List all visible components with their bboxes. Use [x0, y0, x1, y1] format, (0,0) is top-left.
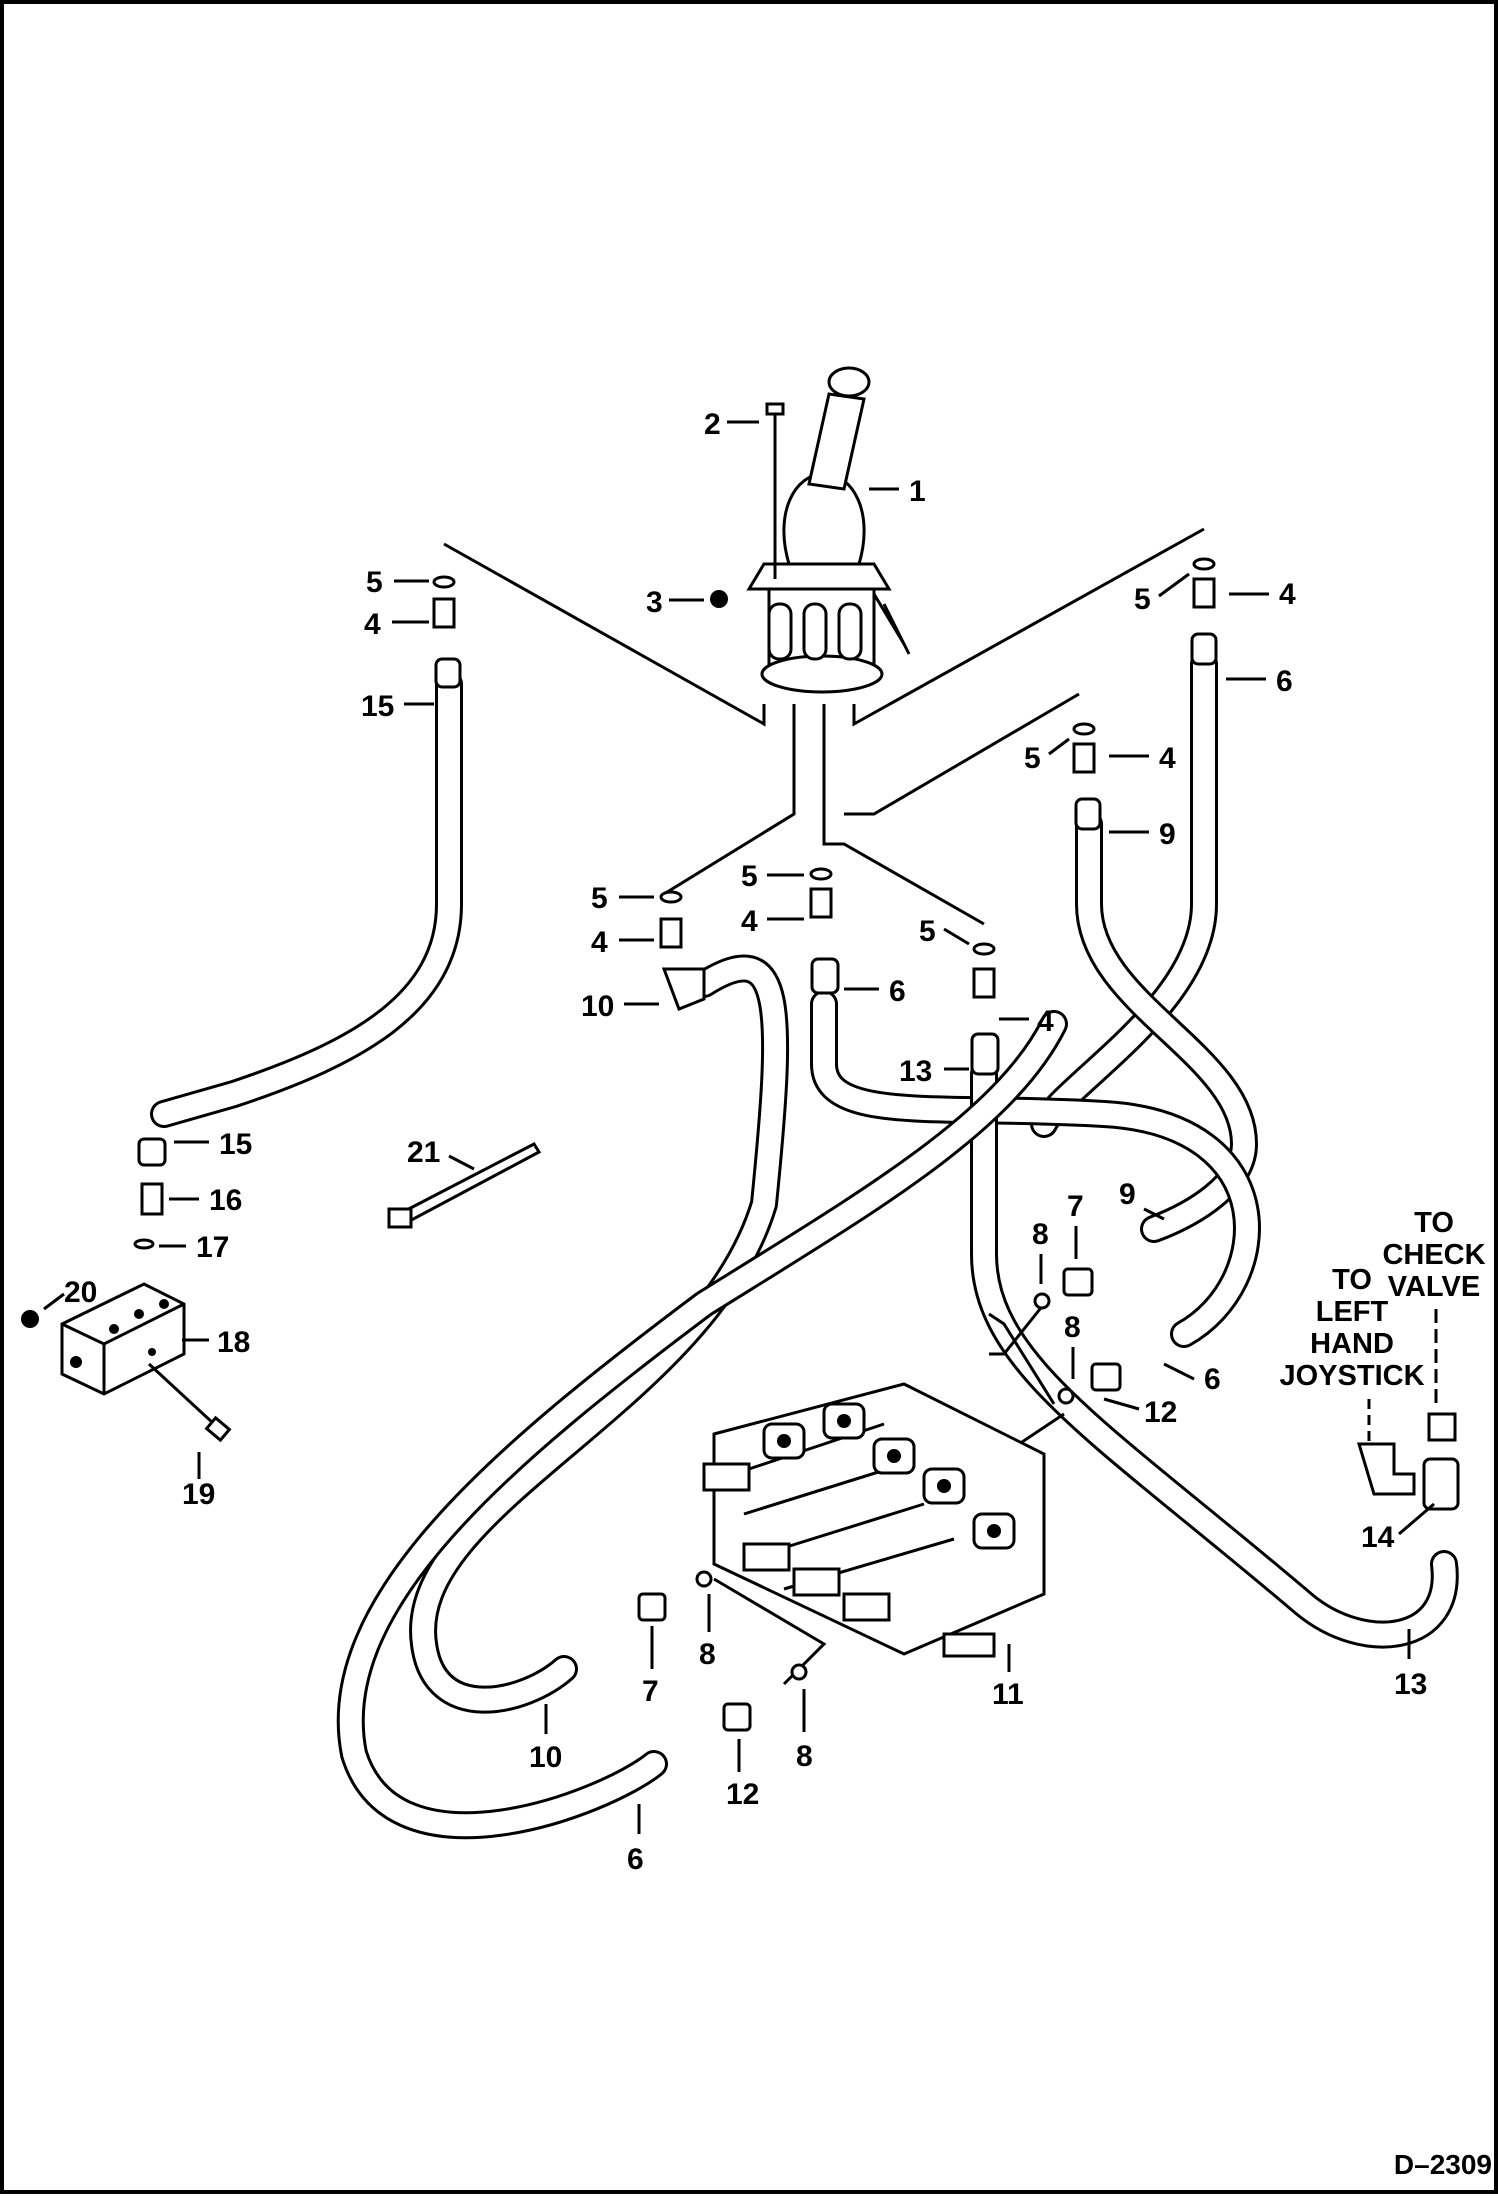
callout-13b: 13	[1394, 1668, 1427, 1701]
svg-text:VALVE: VALVE	[1388, 1271, 1480, 1303]
callout-4a: 4	[364, 608, 381, 641]
callout-1: 1	[909, 475, 926, 508]
callout-10a: 10	[581, 990, 614, 1023]
callout-2: 2	[704, 408, 721, 441]
callout-8d: 8	[796, 1740, 813, 1773]
callout-5a: 5	[366, 566, 383, 599]
callout-5f: 5	[919, 915, 936, 948]
diagram-reference-code: D–2309	[1394, 2149, 1492, 2180]
callout-9b: 9	[1119, 1178, 1136, 1211]
fitting-upper-right	[1190, 557, 1218, 666]
fitting-center-right	[1072, 722, 1102, 831]
callouts: 1 2 3 5 4 15 5 4 6 5 4 9 5 4 10 5 4 6	[43, 408, 1435, 1876]
hose-15	[150, 670, 463, 1128]
callout-4b: 4	[1279, 578, 1296, 611]
fitting-upper-left	[432, 575, 462, 689]
manifold-block-18	[21, 1137, 232, 1443]
callout-6d: 6	[627, 1843, 644, 1876]
callout-4f: 4	[1037, 1005, 1054, 1038]
joystick-flange	[746, 562, 892, 591]
joystick-assembly	[710, 366, 911, 694]
callout-7b: 7	[642, 1675, 659, 1708]
callout-6a: 6	[1276, 665, 1293, 698]
callout-15b: 15	[219, 1128, 252, 1161]
svg-text:JOYSTICK: JOYSTICK	[1279, 1360, 1424, 1392]
callout-5c: 5	[1024, 742, 1041, 775]
callout-10b: 10	[529, 1741, 562, 1774]
nut-20	[21, 1310, 39, 1328]
svg-text:LEFT: LEFT	[1316, 1296, 1389, 1328]
control-valve-11	[637, 1267, 1460, 1732]
callout-16: 16	[209, 1184, 242, 1217]
callout-8c: 8	[699, 1638, 716, 1671]
callout-20: 20	[64, 1276, 97, 1309]
callout-12b: 12	[726, 1778, 759, 1811]
tie-strap-21	[387, 1142, 542, 1229]
callout-14: 14	[1361, 1521, 1395, 1554]
svg-text:CHECK: CHECK	[1382, 1239, 1485, 1271]
fitting-right-13	[970, 942, 1000, 1076]
fitting-center-6	[809, 867, 840, 995]
callout-4e: 4	[741, 905, 758, 938]
callout-7a: 7	[1067, 1190, 1084, 1223]
callout-5e: 5	[741, 860, 758, 893]
svg-text:TO: TO	[1332, 1264, 1372, 1296]
bolt-2	[765, 402, 785, 416]
callout-5b: 5	[1134, 583, 1151, 616]
svg-text:TO: TO	[1414, 1207, 1454, 1239]
callout-18: 18	[217, 1326, 250, 1359]
fitting-left-10	[659, 890, 706, 1011]
hose-10	[409, 954, 790, 1714]
callout-5d: 5	[591, 882, 608, 915]
callout-4d: 4	[591, 926, 608, 959]
note-to-check-valve: TO CHECK VALVE	[1382, 1207, 1486, 1409]
callout-19: 19	[182, 1478, 215, 1511]
callout-13a: 13	[899, 1055, 932, 1088]
callout-4c: 4	[1159, 742, 1176, 775]
joystick-handle	[807, 392, 866, 491]
callout-15a: 15	[361, 690, 394, 723]
callout-12a: 12	[1144, 1396, 1177, 1429]
svg-text:HAND: HAND	[1310, 1328, 1394, 1360]
tee-14	[1422, 1457, 1460, 1511]
callout-21: 21	[407, 1136, 440, 1169]
hydraulic-joystick-diagram: 1 2 3 5 4 15 5 4 6 5 4 9 5 4 10 5 4 6	[21, 366, 1492, 2180]
callout-8a: 8	[1032, 1218, 1049, 1251]
callout-11: 11	[992, 1678, 1024, 1711]
callout-8b: 8	[1064, 1311, 1081, 1344]
hoses	[150, 650, 1459, 1840]
fittings	[432, 557, 1218, 1076]
note-to-left-hand-joystick: TO LEFT HAND JOYSTICK	[1279, 1264, 1425, 1444]
callout-3: 3	[646, 586, 663, 619]
callout-17: 17	[196, 1231, 229, 1264]
callout-6b: 6	[889, 975, 906, 1008]
nut-3	[710, 590, 728, 608]
callout-6c: 6	[1204, 1363, 1221, 1396]
callout-9a: 9	[1159, 818, 1176, 851]
